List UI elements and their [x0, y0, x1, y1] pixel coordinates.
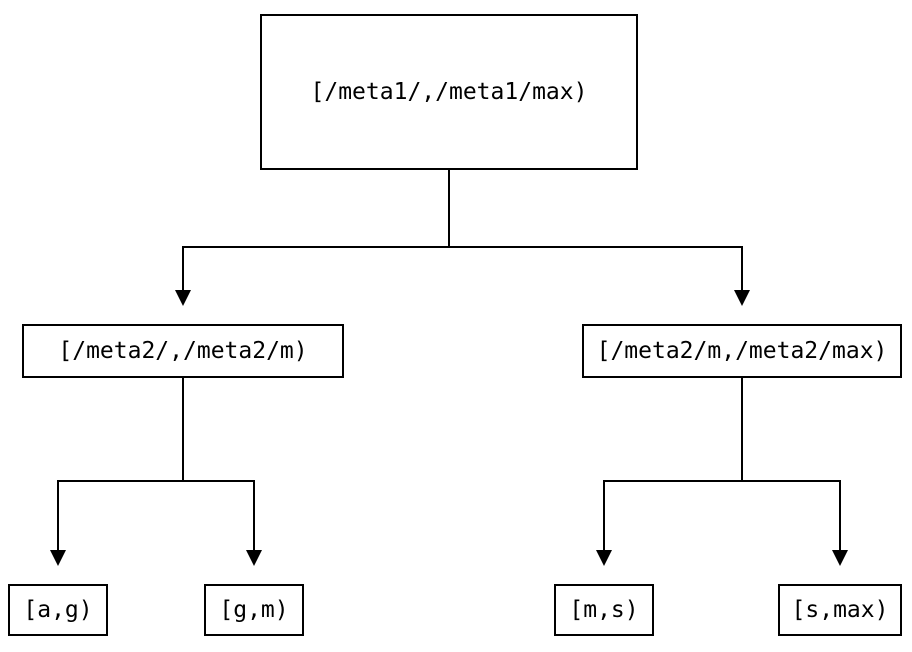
tree-leaf-g-m: [g,m): [204, 584, 304, 636]
connector-left-drop-right: [253, 480, 255, 551]
connector-left-drop-left: [57, 480, 59, 551]
connector-root-crossbar: [182, 246, 743, 248]
tree-node-meta2-left: [/meta2/,/meta2/m): [22, 324, 344, 378]
tree-leaf-a-g: [a,g): [8, 584, 108, 636]
connector-right-drop-right: [839, 480, 841, 551]
connector-right-crossbar: [603, 480, 841, 482]
connector-right-drop-left: [603, 480, 605, 551]
arrow-down-icon: [50, 550, 66, 566]
tree-node-root: [/meta1/,/meta1/max): [260, 14, 638, 170]
arrow-down-icon: [832, 550, 848, 566]
tree-node-meta2-right: [/meta2/m,/meta2/max): [582, 324, 902, 378]
tree-leaf-s-max: [s,max): [778, 584, 902, 636]
connector-root-drop-left: [182, 246, 184, 291]
arrow-down-icon: [175, 290, 191, 306]
connector-left-stem: [182, 378, 184, 481]
connector-root-drop-right: [741, 246, 743, 291]
arrow-down-icon: [246, 550, 262, 566]
arrow-down-icon: [596, 550, 612, 566]
connector-left-crossbar: [57, 480, 255, 482]
connector-right-stem: [741, 378, 743, 481]
tree-leaf-m-s: [m,s): [554, 584, 654, 636]
connector-root-stem: [448, 170, 450, 247]
arrow-down-icon: [734, 290, 750, 306]
